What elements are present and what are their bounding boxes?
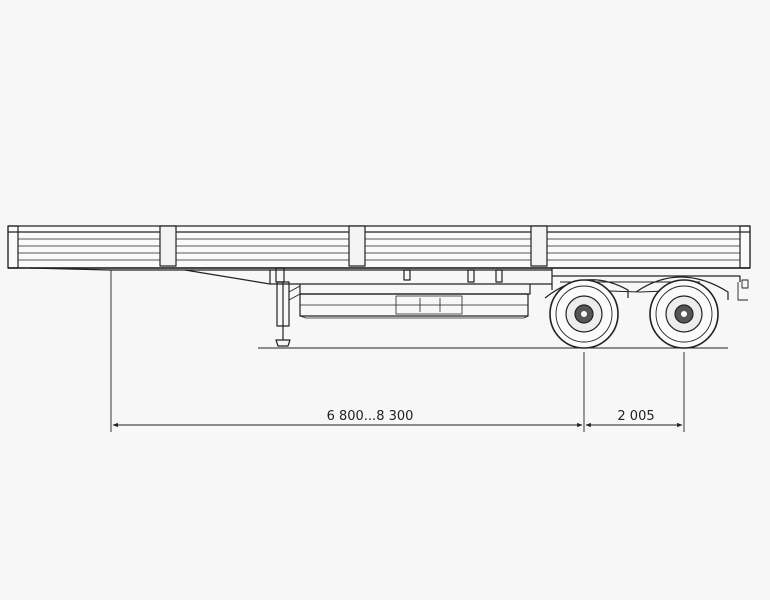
extension-lines xyxy=(110,270,685,432)
front-axle-wheel xyxy=(549,279,619,349)
rear-axle-wheel xyxy=(649,279,719,349)
dimension-label-kingpin-to-axle: 6 800...8 300 xyxy=(327,409,414,424)
landing-gear xyxy=(275,281,301,347)
underframe-equipment xyxy=(299,293,529,319)
dimension-label-axle-spacing: 2 005 xyxy=(617,409,654,424)
chassis-frame xyxy=(29,267,741,295)
cargo-platform xyxy=(7,225,751,269)
